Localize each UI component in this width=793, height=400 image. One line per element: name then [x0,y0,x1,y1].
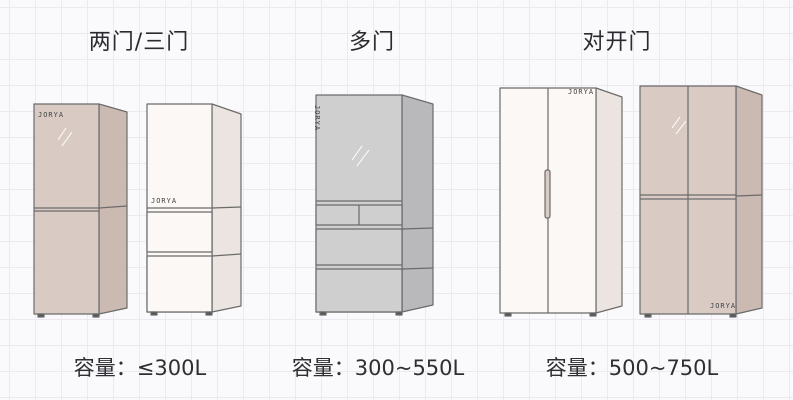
capacity-label-multi-door: 容量：300~550L [291,356,465,380]
fridge-multi-door: JORYA [313,94,434,316]
fridge-three-door: JORYA [146,103,242,316]
fridge-french-door: JORYA [639,85,763,318]
group-title-side-by-side: 对开门 [582,30,652,55]
brand-label: JORYA [38,111,64,119]
capacity-label-side-by-side: 容量：500~750L [545,356,719,380]
group-title-multi-door: 多门 [348,30,396,55]
fridge-two-door: JORYA [33,103,128,318]
brand-label: JORYA [151,197,177,205]
brand-label: JORYA [710,302,736,310]
brand-label: JORYA [568,88,594,96]
capacity-label-two-three-door: 容量：≤300L [73,356,207,380]
group-title-two-three-door: 两门/三门 [88,30,190,55]
fridge-side-by-side: JORYA [499,87,623,317]
brand-label: JORYA [313,105,321,131]
